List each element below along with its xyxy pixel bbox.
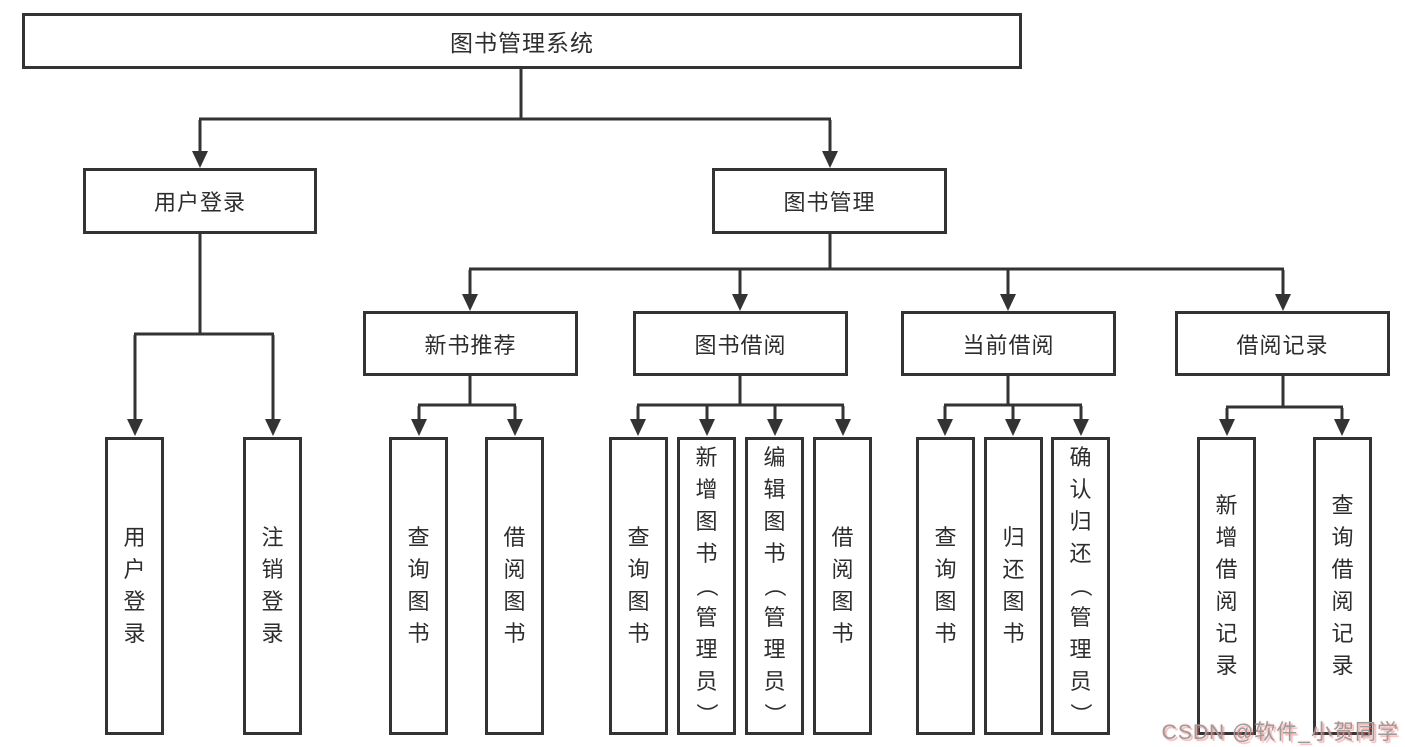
leaf-user-login: 用户登录 (105, 437, 164, 735)
leaf-add-borrow-record: 新增借阅记录 (1197, 437, 1256, 735)
node-borrowing-records: 借阅记录 (1175, 311, 1390, 376)
leaf-borrow-books-1: 借阅图书 (485, 437, 544, 735)
node-user-login: 用户登录 (83, 168, 317, 234)
leaf-edit-books-admin: 编辑图书（管理员） (745, 437, 804, 735)
node-new-book-recommend: 新书推荐 (363, 311, 578, 376)
leaf-logout: 注销登录 (243, 437, 302, 735)
csdn-watermark: CSDN @软件_小贺同学 (1161, 721, 1399, 744)
leaf-query-books-3: 查询图书 (916, 437, 975, 735)
leaf-query-books-1: 查询图书 (389, 437, 448, 735)
leaf-query-borrow-record: 查询借阅记录 (1313, 437, 1372, 735)
node-current-borrowing: 当前借阅 (901, 311, 1116, 376)
leaf-return-books: 归还图书 (984, 437, 1043, 735)
leaf-query-books-2: 查询图书 (609, 437, 668, 735)
leaf-borrow-books-2: 借阅图书 (813, 437, 872, 735)
node-book-borrowing: 图书借阅 (633, 311, 848, 376)
node-book-management: 图书管理 (712, 168, 947, 234)
leaf-add-books-admin: 新增图书（管理员） (677, 437, 736, 735)
leaf-confirm-return-admin: 确认归还（管理员） (1051, 437, 1110, 735)
node-root: 图书管理系统 (22, 13, 1022, 69)
